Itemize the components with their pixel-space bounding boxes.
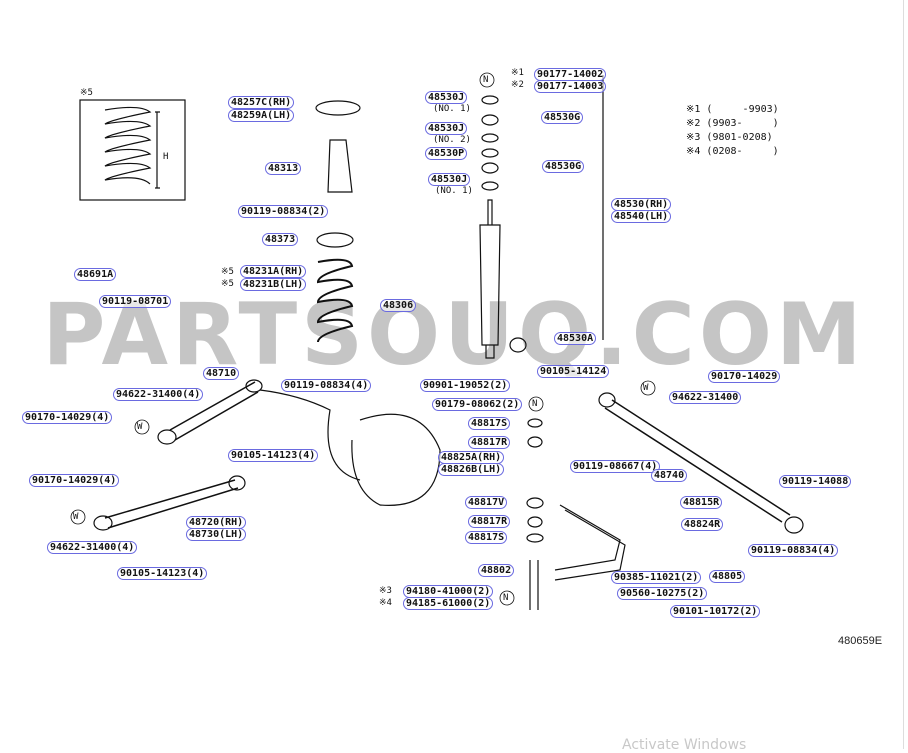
note-1: ※1 ( -9903) (686, 104, 779, 115)
part-label[interactable]: 90105-14123(4) (117, 567, 208, 580)
part-label[interactable]: 90119-08834(2) (238, 205, 329, 218)
divider (903, 0, 904, 749)
part-label[interactable]: 48530A (554, 332, 597, 345)
part-label[interactable]: 90179-08062(2) (432, 398, 523, 411)
coil-spring-icon (316, 258, 354, 343)
part-label[interactable]: 48530G (542, 160, 585, 173)
sub-note: ※5 (221, 267, 234, 277)
stabilizer-link-icon (529, 560, 539, 610)
part-label[interactable]: 90385-11021(2) (611, 571, 702, 584)
part-label[interactable]: 48802 (478, 564, 515, 577)
part-label[interactable]: 90170-14029(4) (29, 474, 120, 487)
part-label[interactable]: 90119-14088 (779, 475, 852, 488)
insulator-icon (316, 232, 354, 248)
nut-symbol: N (532, 399, 538, 409)
part-label[interactable]: 48730(LH) (186, 528, 247, 541)
part-label[interactable]: 90177-14003 (534, 80, 607, 93)
part-label[interactable]: 48257C(RH) (228, 96, 295, 109)
watermark: PARTSOUQ.COM (42, 285, 866, 385)
part-label[interactable]: 48817R (468, 436, 511, 449)
part-label[interactable]: 90119-08834(4) (748, 544, 839, 557)
part-label[interactable]: 48530J (425, 91, 468, 104)
part-label[interactable]: 48373 (262, 233, 299, 246)
part-label[interactable]: 48817R (468, 515, 511, 528)
part-label[interactable]: 48530J (428, 173, 471, 186)
part-label[interactable]: 48540(LH) (611, 210, 672, 223)
washer-symbol: W (137, 422, 143, 432)
shock-absorber-icon (479, 199, 501, 359)
sub-note: ※5 (221, 279, 234, 289)
upper-arm-icon (169, 381, 259, 441)
part-label[interactable]: 90119-08701 (99, 295, 172, 308)
part-label[interactable]: 90101-10172(2) (670, 605, 761, 618)
part-label[interactable]: 48740 (651, 469, 688, 482)
part-label[interactable]: 48817S (465, 531, 508, 544)
sub-note: ※3 (379, 586, 392, 596)
washer-symbol: W (73, 512, 79, 522)
part-label[interactable]: 90901-19052(2) (420, 379, 511, 392)
nut-symbol: N (483, 75, 489, 85)
part-label[interactable]: 90119-08667(4) (570, 460, 661, 473)
part-label[interactable]: 48530J (425, 122, 468, 135)
part-label[interactable]: 94185-61000(2) (403, 597, 494, 610)
note-2: ※2 (9903- ) (686, 118, 779, 129)
part-label[interactable]: 94622-31400(4) (47, 541, 138, 554)
sub-note: (NO. 1) (433, 104, 471, 114)
sub-note: ※2 (511, 80, 524, 90)
part-label[interactable]: 48231A(RH) (240, 265, 307, 278)
part-label[interactable]: 48530G (541, 111, 584, 124)
sub-note: (NO. 1) (435, 186, 473, 196)
part-label[interactable]: 90560-10275(2) (617, 587, 708, 600)
sub-note: ※4 (379, 598, 392, 608)
activate-windows-overlay: Activate Windows (622, 737, 747, 753)
part-label[interactable]: 48817S (468, 417, 511, 430)
part-label[interactable]: 48530P (425, 147, 468, 160)
part-label[interactable]: 90119-08834(4) (281, 379, 372, 392)
sub-note: (NO. 2) (433, 135, 471, 145)
part-label[interactable]: 48231B(LH) (240, 278, 307, 291)
spring-box (79, 99, 186, 201)
part-label[interactable]: 48259A(LH) (228, 109, 295, 122)
sub-note: ※1 (511, 68, 524, 78)
dimension-label: H (163, 152, 169, 162)
axle-housing-icon (259, 389, 441, 506)
note-4: ※4 (0208- ) (686, 146, 779, 157)
part-label[interactable]: 90170-14029 (708, 370, 781, 383)
part-label[interactable]: 90170-14029(4) (22, 411, 113, 424)
lower-arm-icon (104, 479, 239, 529)
part-label[interactable]: 48817V (465, 496, 508, 509)
spring-icon (104, 106, 152, 185)
part-label[interactable]: 48691A (74, 268, 117, 281)
bump-stopper-icon (327, 139, 353, 193)
part-label[interactable]: 48805 (709, 570, 746, 583)
spring-box-note: ※5 (80, 88, 93, 98)
washer-symbol: W (643, 383, 649, 393)
part-label[interactable]: 48313 (265, 162, 302, 175)
diagram-code: 480659E (838, 635, 883, 647)
part-label[interactable]: 48815R (680, 496, 723, 509)
stabilizer-bar-icon (554, 504, 626, 581)
part-label[interactable]: 48710 (203, 367, 240, 380)
part-label[interactable]: 90105-14123(4) (228, 449, 319, 462)
part-label[interactable]: 90105-14124 (537, 365, 610, 378)
spring-seat-icon (315, 100, 361, 116)
nut-symbol: N (503, 593, 509, 603)
height-dimension (155, 111, 160, 189)
part-label[interactable]: 94622-31400 (669, 391, 742, 404)
lateral-rod-icon (604, 399, 791, 523)
part-label[interactable]: 94622-31400(4) (113, 388, 204, 401)
part-label[interactable]: 48306 (380, 299, 417, 312)
part-label[interactable]: 48826B(LH) (438, 463, 505, 476)
note-3: ※3 (9801-0208) (686, 132, 773, 143)
part-label[interactable]: 48824R (681, 518, 724, 531)
